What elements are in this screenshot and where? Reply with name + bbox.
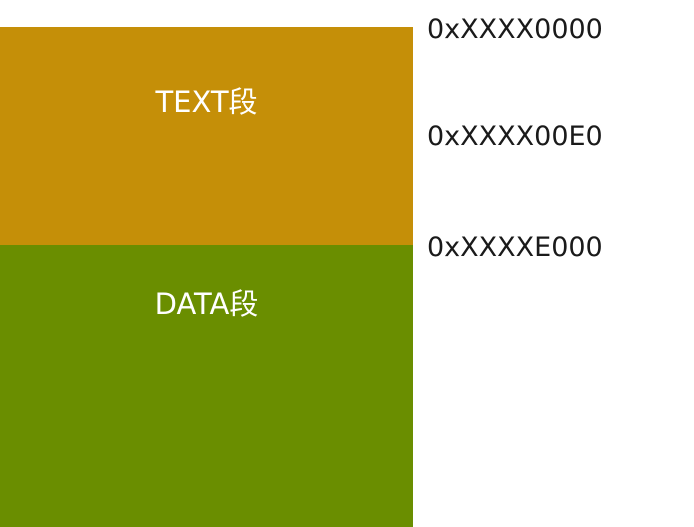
address-label-1: 0xXXXX0000 — [427, 14, 603, 45]
text-segment-label: TEXT段 — [155, 85, 258, 119]
data-segment-label: DATA段 — [154, 287, 259, 321]
text-segment-block: TEXT段 — [0, 27, 413, 245]
data-segment-block: DATA段 — [0, 245, 413, 527]
address-label-2: 0xXXXX00E0 — [427, 121, 603, 152]
address-label-3: 0xXXXXE000 — [427, 232, 603, 263]
